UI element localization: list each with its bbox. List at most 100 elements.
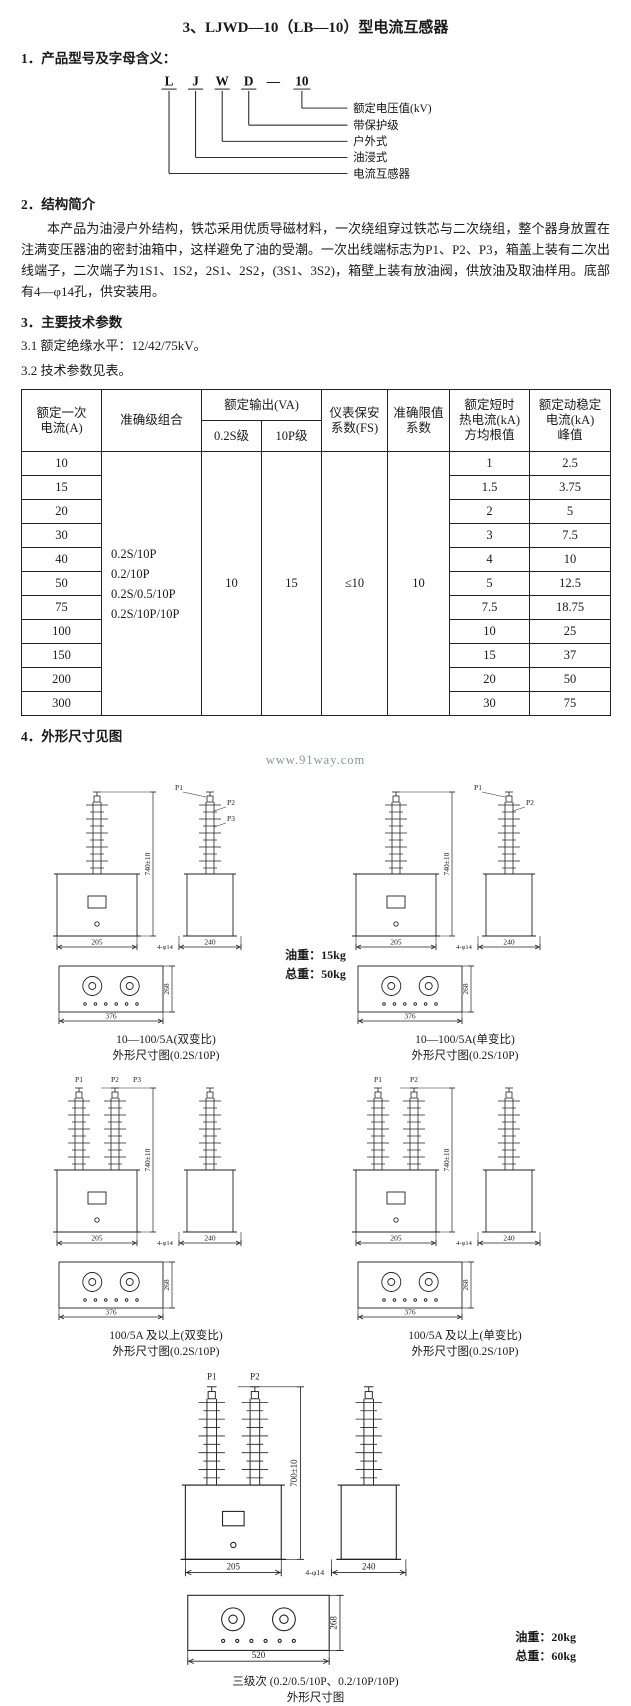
- figure-4-caption: 100/5A 及以上(单变比) 外形尺寸图(0.2S/10P): [340, 1328, 590, 1360]
- front-tank: [355, 1169, 437, 1233]
- bushing-cap: [505, 1091, 513, 1099]
- terminal-stud: [423, 1298, 428, 1302]
- terminal-circle-inner: [424, 1278, 433, 1286]
- terminal-stud: [234, 1638, 239, 1643]
- caption-line: 外形尺寸图: [286, 1692, 345, 1704]
- dim-label: 740±10: [442, 1148, 451, 1171]
- line-shape: [512, 806, 526, 812]
- dim-label: 268: [328, 1616, 338, 1630]
- terminal-label: P1: [474, 783, 482, 792]
- bushing-cap: [111, 1091, 119, 1099]
- cell-dynamic: 7.5: [529, 523, 611, 548]
- cell-current: 75: [21, 595, 102, 620]
- side-tank: [340, 1484, 397, 1560]
- dim-label: 376: [404, 1012, 416, 1021]
- nameplate: [386, 895, 406, 909]
- dim-label: 268: [162, 983, 171, 995]
- line-shape: [213, 806, 227, 812]
- hole-label: 4-φ14: [157, 944, 173, 951]
- model-letter: D: [244, 73, 254, 88]
- section2-heading: 2．结构简介: [21, 197, 96, 212]
- terminal-stud: [434, 1298, 438, 1302]
- cell-dynamic: 75: [529, 691, 611, 716]
- drain-valve: [393, 1217, 399, 1223]
- cell-thermal: 1.5: [449, 475, 530, 500]
- drain-valve: [94, 921, 100, 927]
- line-shape: [179, 1240, 185, 1244]
- side-tank: [485, 873, 533, 937]
- line-shape: [356, 1242, 362, 1246]
- figure-5-caption: 三级次 (0.2/0.5/10P、0.2/10P/10P) 外形尺寸图: [166, 1674, 466, 1706]
- line-shape: [57, 1240, 63, 1244]
- terminal-circle: [119, 976, 140, 996]
- caption-line: 10—100/5A(双变比): [116, 1034, 216, 1046]
- bushing-cap: [75, 1091, 83, 1099]
- nameplate: [87, 895, 107, 909]
- terminal-label: P1: [75, 1075, 83, 1084]
- terminal-stud: [392, 1298, 397, 1302]
- terminal-stud: [277, 1638, 282, 1643]
- line-shape: [534, 1242, 540, 1246]
- line-shape: [399, 1572, 405, 1576]
- dim-label: 268: [461, 1279, 470, 1291]
- bottom-view: [58, 1261, 164, 1309]
- line-shape: [59, 1020, 65, 1024]
- terminal-circle: [82, 976, 103, 996]
- line-shape: [356, 946, 362, 950]
- terminal-stud: [114, 1298, 118, 1302]
- header-alf: 准确限值 系数: [387, 389, 450, 452]
- bottom-view: [357, 965, 463, 1013]
- terminal-stud: [413, 1298, 417, 1302]
- tech-params-table: 额定一次 电流(A) 准确级组合 额定输出(VA) 仪表保安 系数(FS) 准确…: [21, 389, 611, 716]
- cell-thermal: 10: [449, 619, 530, 644]
- terminal-label: P1: [206, 1372, 215, 1382]
- dim-label: 205: [226, 1562, 240, 1572]
- hole-label: 4-φ14: [157, 1240, 173, 1247]
- bottom-view: [357, 1261, 463, 1309]
- terminal-circle: [271, 1607, 296, 1632]
- terminal-label: P2: [111, 1075, 119, 1084]
- line-shape: [358, 1314, 364, 1318]
- dim-label: 740±10: [143, 852, 152, 875]
- cell-current: 10: [21, 451, 102, 476]
- bushing-cap: [93, 795, 101, 803]
- cell-thermal: 2: [449, 499, 530, 524]
- header-fs: 仪表保安 系数(FS): [321, 389, 388, 452]
- line-shape: [332, 1569, 338, 1573]
- dim-label: 205: [390, 1234, 402, 1243]
- cell-current: 20: [21, 499, 102, 524]
- terminal-circle-inner: [88, 1278, 97, 1286]
- dim-label: 700±10: [288, 1459, 298, 1487]
- line-shape: [157, 1314, 163, 1318]
- cell-thermal: 7.5: [449, 595, 530, 620]
- header-current: 额定一次 电流(A): [21, 389, 102, 452]
- line-shape: [185, 1572, 192, 1576]
- drain-valve: [94, 1217, 100, 1223]
- model-label: 电流互感器: [353, 166, 410, 180]
- terminal-stud: [104, 1298, 108, 1302]
- caption-line: 外形尺寸图(0.2S/10P): [411, 1050, 519, 1062]
- header-combo: 准确级组合: [101, 389, 202, 452]
- bushing-cap: [206, 795, 214, 803]
- front-tank: [355, 873, 437, 937]
- terminal-circle-inner: [227, 1614, 238, 1625]
- bushing-cap: [374, 1091, 382, 1099]
- line-shape: [274, 1572, 280, 1576]
- bushing-cap: [410, 1091, 418, 1099]
- line-shape: [235, 1240, 241, 1244]
- cell-dynamic: 2.5: [529, 451, 611, 476]
- line-shape: [356, 1240, 362, 1244]
- section3-item-32: 3.2 技术参数见表。: [21, 363, 132, 378]
- line-shape: [131, 944, 137, 948]
- terminal-circle-inner: [387, 982, 396, 990]
